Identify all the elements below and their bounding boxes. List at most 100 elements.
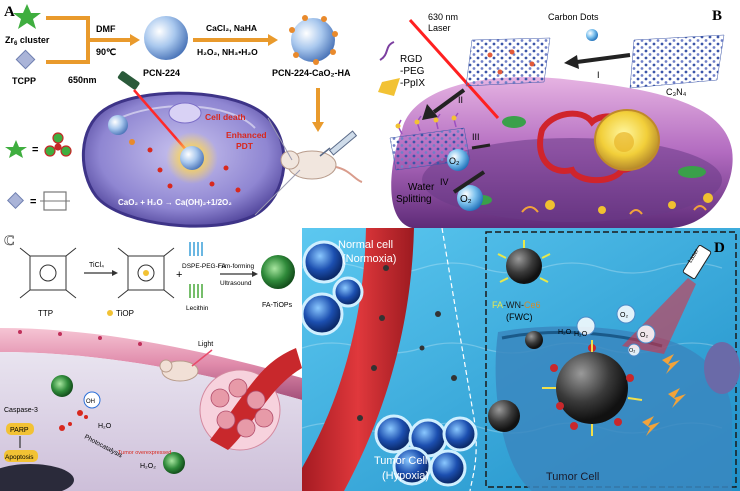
- h2o-label-d2: H₂O: [574, 331, 588, 338]
- reaction-equation: CaO₂ + H₂O → Ca(OH)₂+1/2O₂: [118, 198, 232, 207]
- cell-membrane-c: [0, 328, 302, 400]
- synthesis-arrowhead-1: [130, 34, 140, 46]
- blood-vessel: [302, 228, 414, 491]
- rgd-peg-ppix-icon: [378, 41, 400, 96]
- o2-label-d3: O₂: [629, 348, 635, 354]
- cell-death-label: Cell death: [205, 112, 246, 122]
- arrow-step-4: [452, 170, 486, 194]
- apoptosis-label: Apoptosis: [5, 454, 34, 461]
- temp-label: 90℃: [96, 47, 116, 57]
- nucleus-d: [704, 342, 740, 394]
- plus-sign: +: [176, 269, 182, 281]
- film-label: Film-forming: [218, 263, 254, 270]
- ppix-label: -PpIX: [400, 78, 425, 89]
- h2o-label-c: H₂O: [98, 423, 112, 430]
- laser-650-label: 650nm: [68, 75, 97, 85]
- oh-bubble: [83, 391, 101, 409]
- panel-c-svg: C TTP TiCl₄ TiOP + DSPE-PEG-FA Lecithin …: [0, 228, 302, 491]
- fwc-small-1: [488, 400, 520, 432]
- svg-text:=: =: [32, 144, 38, 156]
- dspe-label: DSPE-PEG-FA: [182, 263, 226, 270]
- tumor-overexp-label: Tumor overexpressed: [118, 450, 171, 456]
- legend-tcpp: =: [7, 191, 70, 211]
- peg-label: -PEG: [400, 66, 425, 77]
- mouse-icon: [280, 150, 363, 183]
- lecithin-label: Lecithin: [186, 305, 209, 312]
- interstitial-particles: [419, 311, 457, 381]
- rgd-label: RGD: [400, 54, 422, 65]
- organelles-yellow: [545, 193, 713, 214]
- o2-label-d1: O₂: [620, 312, 628, 319]
- o2-bubble-1: [447, 149, 469, 171]
- carbon-dot-icon: [586, 29, 598, 41]
- fa-tiops-label: FA-TiOPs: [262, 302, 293, 309]
- splitting-label: Splitting: [396, 194, 432, 205]
- mouse-icon-c: [159, 359, 199, 382]
- fwc-in-cell: [556, 352, 628, 424]
- synthesis-arrowhead-2: [268, 34, 278, 46]
- step-2-label: II: [458, 95, 463, 105]
- o2-bubble-2: [457, 185, 483, 211]
- panel-c-letter: C: [4, 233, 15, 249]
- zr-cluster-star-icon: [13, 4, 41, 29]
- apoptosis-box: [4, 450, 38, 462]
- water-label: Water: [408, 182, 435, 193]
- reagents-bottom: H₂O₂, NH₃•H₂O: [197, 47, 258, 57]
- arrow-step-1: [576, 53, 631, 64]
- tumor-cell-label-d2: Tumor Cell: [546, 471, 599, 483]
- pcn224-sphere: [144, 16, 188, 60]
- normal-cells: [302, 240, 364, 336]
- fa-tiop-in-cell-2: [163, 452, 185, 474]
- parp-box: [6, 423, 34, 435]
- h2o-label-d1: H₂O: [558, 329, 572, 336]
- activated-nanoparticle: [180, 146, 204, 170]
- enhanced-label: Enhanced: [226, 130, 267, 140]
- laser-word-label: Laser: [428, 23, 451, 33]
- laser-device-icon: [117, 71, 140, 90]
- c3n4-sheet: [629, 34, 725, 89]
- panel-d: Normal cell (Normoxia) Tumor Cell (Hypox…: [302, 228, 740, 491]
- product-label: PCN-224-CaO₂-HA: [272, 68, 351, 78]
- tumor-cell-label-d: Tumor Cell: [374, 455, 427, 467]
- o2-label-d2: O₂: [640, 332, 648, 339]
- radical-dots: [147, 147, 241, 193]
- organelle-icon: [168, 102, 202, 124]
- dspe-peg-fa-icon: [189, 242, 203, 256]
- energy-bolts: [642, 354, 686, 436]
- arrow-step-2: [432, 88, 466, 114]
- laser-beam-b: [408, 18, 500, 120]
- tumor-cluster: [199, 348, 302, 451]
- panel-a-svg: A Zr6 cluster TCPP DMF 90℃ PCN-224 CaCl₂…: [0, 0, 372, 228]
- hypoxic-tumor-cells: [374, 414, 478, 487]
- oh-label: OH: [86, 399, 95, 405]
- ce6-clusters: [550, 344, 634, 430]
- normoxia-label: (Normoxia): [342, 253, 396, 265]
- step-4-label: IV: [440, 177, 449, 187]
- mitochondria-c: [0, 464, 74, 491]
- fwc-name-label: FA-WN-Ce6: [492, 300, 541, 310]
- zoom-line-1: [267, 117, 293, 161]
- fwc-spikes: [497, 240, 551, 283]
- laser-device-d: [682, 244, 712, 280]
- dmf-label: DMF: [96, 24, 116, 34]
- legend-zr-cluster: =: [5, 132, 72, 158]
- membrane-receptors: [18, 330, 142, 346]
- h2o2-label: H₂O₂: [140, 463, 156, 470]
- panel-b-letter: B: [712, 8, 722, 24]
- c3n4-label: C₃N₄: [666, 87, 687, 97]
- fa-tiops-nanoparticle: [261, 255, 295, 289]
- tiop-legend-dot: [107, 310, 113, 316]
- ttp-structure: [19, 247, 77, 299]
- carbon-dots-label: Carbon Dots: [548, 12, 599, 22]
- pdt-label: PDT: [236, 141, 254, 151]
- tiop-structure: [117, 247, 175, 299]
- synthesis-arrow-1: [46, 16, 130, 64]
- ros-molecules: [59, 410, 88, 431]
- o2-label-1: O₂: [449, 156, 460, 166]
- fwc-small-2: [525, 331, 543, 349]
- fa-tiop-in-cell-1: [51, 375, 73, 397]
- vessel-particles: [357, 265, 389, 421]
- step-1-label: I: [597, 70, 600, 80]
- parp-label: PARP: [10, 427, 29, 434]
- gas-bubbles: [576, 304, 656, 357]
